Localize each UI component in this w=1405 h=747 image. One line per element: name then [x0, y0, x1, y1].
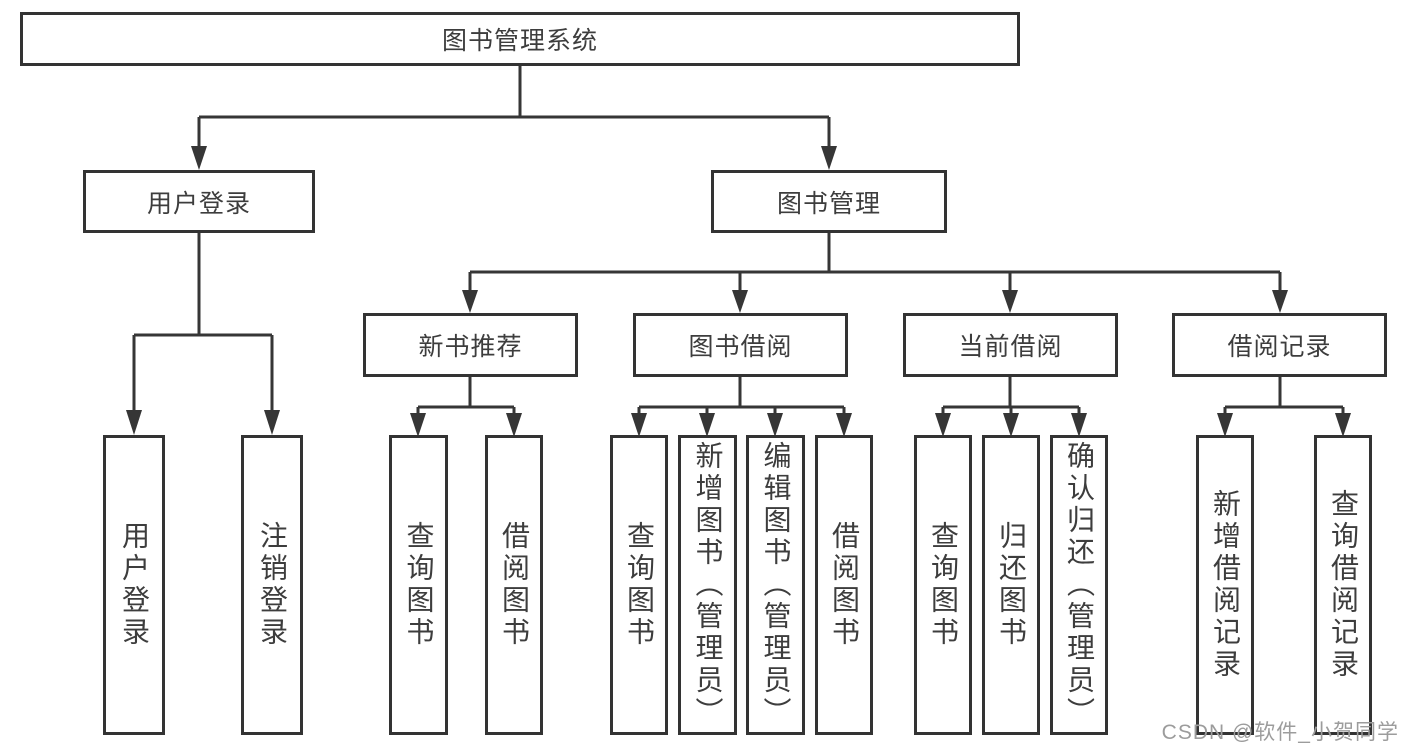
arrowhead-down-icon — [732, 290, 748, 313]
leaf-query-books-2: 查询图书 — [610, 435, 668, 735]
leaf-user-login: 用户登录 — [103, 435, 165, 735]
node-current-borrow-label: 当前借阅 — [958, 333, 1063, 361]
leaf-query-borrow-record: 查询借阅记录 — [1314, 435, 1372, 735]
leaf-query-borrow-record-label: 查询借阅记录 — [1328, 489, 1359, 681]
connector-borrow — [637, 377, 846, 415]
arrowhead-down-icon — [767, 413, 783, 437]
connector-records — [1223, 377, 1345, 415]
node-root-label: 图书管理系统 — [441, 27, 598, 55]
leaf-logout-label: 注销登录 — [257, 521, 288, 649]
leaf-add-books-admin: 新增图书（管理员） — [678, 435, 737, 735]
node-book-management: 图书管理 — [711, 170, 947, 233]
arrowhead-down-icon — [699, 413, 715, 437]
connector-root — [197, 66, 831, 150]
node-book-borrow-label: 图书借阅 — [688, 333, 793, 361]
node-current-borrow: 当前借阅 — [903, 313, 1118, 377]
node-root: 图书管理系统 — [20, 12, 1020, 66]
leaf-user-login-label: 用户登录 — [119, 521, 150, 649]
node-new-book-recommend: 新书推荐 — [363, 313, 578, 377]
arrowhead-down-icon — [821, 146, 837, 170]
leaf-confirm-return-admin: 确认归还（管理员） — [1050, 435, 1108, 735]
arrowhead-down-icon — [631, 413, 647, 437]
arrowhead-down-icon — [191, 146, 207, 170]
connector-management — [468, 233, 1282, 292]
node-book-borrow: 图书借阅 — [633, 313, 848, 377]
node-borrow-records: 借阅记录 — [1172, 313, 1387, 377]
arrowhead-down-icon — [836, 413, 852, 437]
leaf-return-books: 归还图书 — [982, 435, 1040, 735]
arrowhead-down-icon — [935, 413, 951, 437]
leaf-edit-books-admin-label: 编辑图书（管理员） — [760, 441, 792, 729]
leaf-query-books-3: 查询图书 — [914, 435, 972, 735]
leaf-query-books-3-label: 查询图书 — [928, 521, 959, 649]
arrowhead-down-icon — [410, 413, 426, 437]
arrowhead-down-icon — [1071, 413, 1087, 437]
arrowhead-down-icon — [126, 410, 142, 435]
arrowhead-down-icon — [264, 410, 280, 435]
connector-login — [132, 233, 274, 413]
csdn-watermark: CSDN @软件_小贺同学 — [1161, 721, 1399, 744]
node-borrow-records-label: 借阅记录 — [1227, 333, 1332, 361]
leaf-confirm-return-admin-label: 确认归还（管理员） — [1064, 441, 1095, 729]
arrowhead-down-icon — [1335, 413, 1351, 437]
leaf-edit-books-admin: 编辑图书（管理员） — [746, 435, 805, 735]
leaf-borrow-books-1: 借阅图书 — [485, 435, 543, 735]
connector-current — [941, 377, 1081, 415]
leaf-add-borrow-record: 新增借阅记录 — [1196, 435, 1254, 735]
node-book-management-label: 图书管理 — [776, 189, 881, 218]
node-new-book-recommend-label: 新书推荐 — [418, 333, 523, 361]
leaf-return-books-label: 归还图书 — [996, 521, 1027, 649]
arrowhead-down-icon — [462, 290, 478, 313]
arrowhead-down-icon — [1002, 290, 1018, 313]
leaf-query-books-2-label: 查询图书 — [624, 521, 655, 649]
node-user-login: 用户登录 — [83, 170, 315, 233]
leaf-add-borrow-record-label: 新增借阅记录 — [1210, 489, 1241, 681]
node-user-login-label: 用户登录 — [146, 189, 251, 218]
leaf-add-books-admin-label: 新增图书（管理员） — [692, 441, 724, 729]
leaf-borrow-books-2: 借阅图书 — [815, 435, 873, 735]
arrowhead-down-icon — [506, 413, 522, 437]
arrowhead-down-icon — [1003, 413, 1019, 437]
leaf-logout: 注销登录 — [241, 435, 303, 735]
leaf-borrow-books-2-label: 借阅图书 — [829, 521, 860, 649]
leaf-query-books-1: 查询图书 — [389, 435, 448, 735]
leaf-query-books-1-label: 查询图书 — [403, 521, 435, 649]
arrowhead-down-icon — [1217, 413, 1233, 437]
leaf-borrow-books-1-label: 借阅图书 — [499, 521, 530, 649]
arrowhead-down-icon — [1272, 290, 1288, 313]
connector-recommend — [416, 377, 516, 415]
